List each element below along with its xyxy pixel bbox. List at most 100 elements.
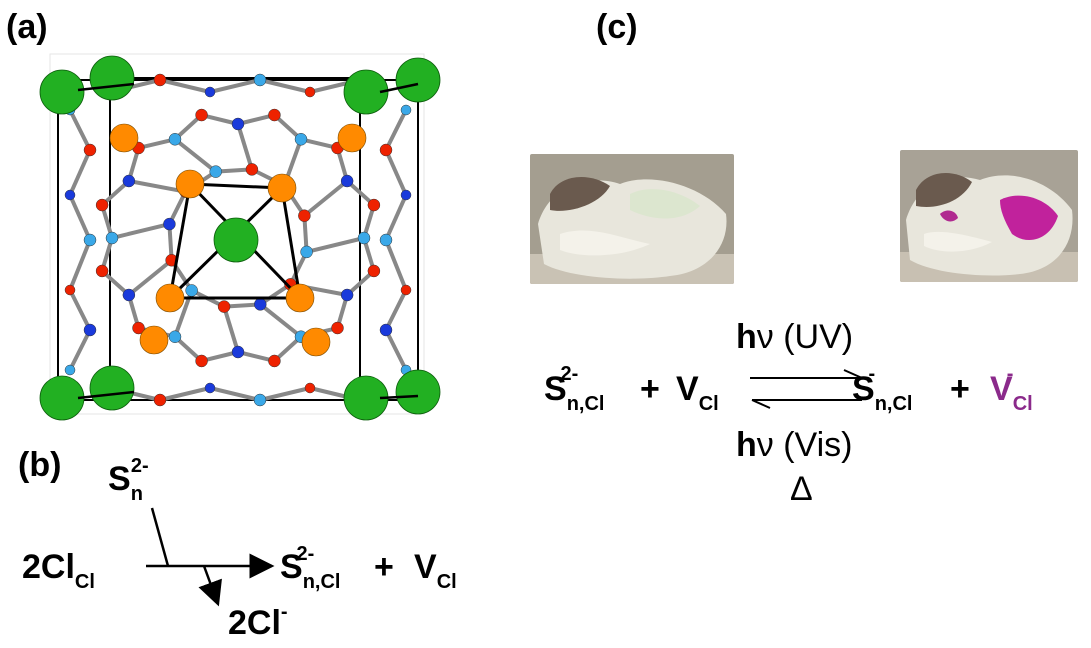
- chlorine-atom: [213, 217, 259, 263]
- framework-atom: [95, 264, 109, 278]
- framework-bond: [306, 236, 365, 254]
- framework-bond: [384, 109, 408, 151]
- framework-atom: [153, 73, 167, 87]
- framework-atom: [357, 231, 371, 245]
- framework-bond: [68, 289, 92, 331]
- framework-atom: [122, 174, 136, 188]
- framework-atom: [379, 143, 393, 157]
- framework-atom: [268, 354, 281, 368]
- framework-bond: [68, 194, 92, 241]
- framework-atom: [231, 117, 245, 131]
- framework-atom: [294, 133, 308, 146]
- framework-atom: [367, 198, 381, 212]
- panel-c-label: (c): [596, 8, 638, 46]
- framework-bond: [236, 123, 254, 170]
- sodium-atom: [139, 325, 169, 355]
- framework-bond: [68, 109, 92, 151]
- mineral-photo-white: [530, 154, 734, 284]
- framework-atom: [379, 233, 393, 247]
- framework-bond: [68, 149, 92, 196]
- unit-cell-edge: [77, 82, 135, 92]
- framework-atom: [400, 284, 412, 296]
- framework-atom: [253, 393, 267, 407]
- plus-sign-b: +: [374, 548, 394, 586]
- framework-atom: [185, 284, 198, 297]
- unit-cell-edge: [379, 82, 419, 94]
- panel-a-label: (a): [6, 8, 48, 46]
- framework-atom: [204, 86, 216, 98]
- right-v-species: VCl-: [990, 363, 1033, 415]
- framework-bond: [259, 302, 303, 339]
- chlorine-atom: [89, 365, 135, 411]
- sodium-atom: [175, 169, 205, 199]
- framework-atom: [217, 300, 231, 313]
- framework-bond: [159, 386, 211, 402]
- framework-bond: [259, 78, 311, 94]
- framework-bond: [173, 137, 217, 174]
- chlorine-atom: [343, 69, 389, 115]
- framework-atom: [298, 209, 311, 222]
- framework-bond: [259, 386, 311, 402]
- framework-atom: [245, 163, 259, 176]
- sodium-atom: [267, 173, 297, 203]
- sn-species: Sn2-: [108, 455, 149, 505]
- heat-delta: Δ: [790, 470, 813, 508]
- framework-atom: [64, 364, 76, 376]
- framework-atom: [168, 133, 182, 146]
- framework-atom: [331, 321, 344, 335]
- chlorine-atom: [89, 55, 135, 101]
- product-vcl: VCl: [414, 548, 457, 593]
- framework-atom: [195, 108, 208, 122]
- framework-atom: [367, 264, 381, 278]
- chlorine-atom: [39, 69, 85, 115]
- framework-atom: [153, 393, 167, 407]
- framework-bond: [303, 179, 349, 218]
- framework-bond: [138, 137, 176, 150]
- right-s-species: Sn,Cl-: [852, 363, 913, 415]
- framework-bond: [201, 113, 239, 126]
- framework-bond: [159, 78, 211, 94]
- framework-bond: [384, 194, 408, 241]
- framework-bond: [237, 350, 275, 363]
- framework-bond: [237, 113, 275, 126]
- framework-bond: [384, 329, 408, 371]
- framework-bond: [300, 137, 338, 150]
- framework-atom: [400, 104, 412, 116]
- framework-bond: [201, 350, 239, 363]
- framework-atom: [304, 382, 316, 394]
- panel-b-label: (b): [18, 446, 62, 484]
- framework-atom: [132, 321, 145, 335]
- sodium-atom: [155, 283, 185, 313]
- chlorine-atom: [395, 57, 441, 103]
- framework-atom: [83, 323, 97, 337]
- framework-bond: [68, 239, 92, 291]
- framework-bond: [384, 239, 408, 291]
- side-product-2cl: 2Cl-: [228, 601, 288, 642]
- framework-atom: [253, 73, 267, 87]
- reactant-2clcl: 2ClCl: [22, 548, 95, 593]
- plus-sign-c2: +: [950, 370, 970, 408]
- framework-bond: [384, 289, 408, 331]
- framework-atom: [122, 288, 136, 302]
- sodium-atom: [301, 327, 331, 357]
- framework-atom: [379, 323, 393, 337]
- framework-bond: [128, 179, 186, 194]
- framework-atom: [163, 217, 176, 231]
- unit-cell-edge: [379, 394, 419, 400]
- framework-bond: [127, 258, 173, 297]
- tetrahedron-edge: [189, 182, 283, 190]
- tetrahedron-edge: [168, 183, 192, 299]
- framework-bond: [222, 306, 240, 353]
- left-v-species: VCl: [676, 370, 719, 415]
- framework-atom: [105, 231, 119, 245]
- framework-atom: [304, 86, 316, 98]
- framework-atom: [231, 345, 245, 359]
- sodium-atom: [285, 283, 315, 313]
- plus-sign-c1: +: [640, 370, 660, 408]
- uv-label: hν (UV): [736, 318, 854, 356]
- framework-atom: [268, 108, 281, 122]
- framework-bond: [209, 78, 261, 94]
- sodium-atom: [109, 123, 139, 153]
